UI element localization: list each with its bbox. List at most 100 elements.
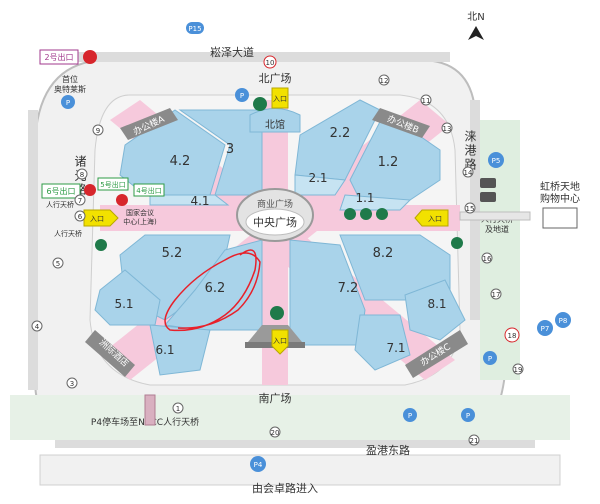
north-hall[interactable] — [249, 108, 301, 133]
hall-3[interactable] — [178, 109, 263, 196]
gate-14-label: 14 — [464, 169, 473, 177]
info-person-icon-west — [95, 239, 107, 251]
gate-16-label: 16 — [483, 255, 492, 263]
gate-13[interactable] — [441, 122, 453, 134]
parking-label-p-sw: P — [466, 412, 470, 420]
car-icon-1 — [480, 178, 496, 188]
central-plaza[interactable] — [236, 188, 314, 242]
parking-p-south[interactable]: P — [403, 408, 417, 422]
metro-exit-6[interactable]: 6号出口 — [41, 183, 81, 199]
tower-b[interactable] — [372, 108, 430, 138]
south-green-strip — [10, 395, 570, 440]
compass-arrow-icon — [468, 26, 484, 40]
parking-p-sw[interactable]: P — [461, 408, 475, 422]
gate-3[interactable] — [66, 377, 78, 389]
entrance-north[interactable]: 入口 — [271, 87, 289, 109]
metro-icon-2 — [83, 50, 97, 64]
metro-exit-4[interactable]: 4号出口 — [133, 183, 165, 197]
west-road — [28, 110, 38, 390]
hall-7-1[interactable] — [354, 314, 411, 371]
entrance-south[interactable]: 入口 — [271, 329, 289, 355]
north-road — [60, 52, 450, 62]
gate-9[interactable] — [92, 124, 104, 136]
tower-a[interactable] — [120, 108, 178, 140]
hall-2-2[interactable] — [294, 99, 381, 181]
tower-hotel[interactable] — [85, 330, 135, 377]
hall-label-8-1: 8.1 — [427, 297, 446, 311]
gate-6-label: 6 — [78, 213, 83, 221]
parking-p-west[interactable]: P — [61, 95, 75, 109]
gate-markers: 10 18 1 3 4 5 6 7 8 9 11 12 13 14 15 16 … — [31, 55, 524, 446]
hall-8-1[interactable] — [404, 279, 466, 341]
hall-1-1[interactable] — [339, 194, 412, 211]
gate-5[interactable] — [52, 257, 64, 269]
gate-18-label: 18 — [508, 332, 517, 340]
gate-4-label: 4 — [35, 323, 40, 331]
gate-15-label: 15 — [466, 205, 475, 213]
gate-19[interactable] — [512, 363, 524, 375]
entrance-east-label: 入口 — [428, 215, 442, 223]
parking-p4[interactable]: P4 — [250, 456, 266, 472]
parking-label-p8: P8 — [559, 317, 568, 325]
info-person-icon-east-2 — [360, 208, 372, 220]
east-bridge — [459, 211, 531, 221]
gate-8[interactable] — [76, 168, 88, 180]
hall-label-4-2: 4.2 — [170, 154, 191, 169]
hall-2-1[interactable] — [294, 174, 346, 196]
gate-14[interactable] — [462, 166, 474, 178]
gate-19-label: 19 — [514, 366, 523, 374]
metro-exit-4-label: 4号出口 — [136, 186, 161, 195]
gate-9-label: 9 — [96, 127, 100, 135]
gate-10[interactable] — [263, 55, 277, 69]
entrance-north-label: 入口 — [273, 95, 287, 103]
gate-20[interactable] — [269, 426, 281, 438]
gate-12[interactable] — [378, 74, 390, 86]
entrance-east[interactable]: 入口 — [414, 209, 449, 227]
gate-16[interactable] — [481, 252, 493, 264]
gate-6[interactable] — [74, 210, 86, 222]
parking-p5[interactable]: P5 — [488, 152, 504, 168]
gate-11-label: 11 — [422, 97, 431, 105]
gate-1[interactable] — [172, 402, 184, 414]
hall-4-1[interactable] — [149, 194, 230, 206]
metro-exit-5-label: 5号出口 — [100, 180, 125, 189]
gate-10-label: 10 — [266, 59, 275, 67]
p4-lot — [39, 454, 561, 486]
gate-7[interactable] — [74, 194, 86, 206]
road-label-south-entry: 由会卓路进入 — [252, 481, 318, 495]
hall-label-5-1: 5.1 — [114, 297, 133, 311]
gate-4[interactable] — [31, 320, 43, 332]
gate-11[interactable] — [420, 94, 432, 106]
gate-15[interactable] — [464, 202, 476, 214]
hall-label-6-1: 6.1 — [155, 343, 174, 357]
hall-label-2-2: 2.2 — [330, 126, 351, 141]
parking-p8[interactable]: P8 — [555, 312, 571, 328]
hall-label-7-2: 7.2 — [338, 281, 359, 296]
plaza-center-top-label: 商业广场 — [257, 198, 293, 210]
parking-p-north[interactable]: P — [235, 88, 249, 102]
info-person-icon-south — [270, 306, 284, 320]
hall-label-2-1: 2.1 — [308, 171, 327, 185]
metro-exit-5[interactable]: 5号出口 — [97, 177, 129, 191]
gate-21[interactable] — [468, 434, 480, 446]
parking-p15[interactable]: P15 — [186, 22, 204, 34]
parking-label-p-west: P — [66, 99, 70, 107]
plaza-center-label: 中央广场 — [253, 215, 297, 229]
hall-label-5-2: 5.2 — [162, 246, 183, 261]
plaza-north-label: 北广场 — [259, 71, 292, 85]
plaza-south-label: 南广场 — [259, 391, 292, 405]
gate-18[interactable] — [504, 327, 520, 343]
metro-exit-6-label: 6号出口 — [46, 186, 75, 196]
hongqiao-line2: 购物中心 — [540, 192, 580, 205]
parking-p7[interactable]: P7 — [537, 320, 553, 336]
parking-p-se[interactable]: P — [483, 351, 497, 365]
gate-17[interactable] — [490, 288, 502, 300]
parking-label-p15: P15 — [188, 25, 201, 33]
gate-5-label: 5 — [56, 260, 60, 268]
hall-label-8-2: 8.2 — [373, 246, 394, 261]
east-bridge-line2: 及地道 — [485, 224, 509, 234]
metro-exit-2[interactable]: 2号出口 — [39, 49, 79, 65]
tower-c[interactable] — [405, 330, 468, 378]
gate-13-label: 13 — [443, 125, 452, 133]
entrance-west[interactable]: 入口 — [83, 209, 119, 227]
